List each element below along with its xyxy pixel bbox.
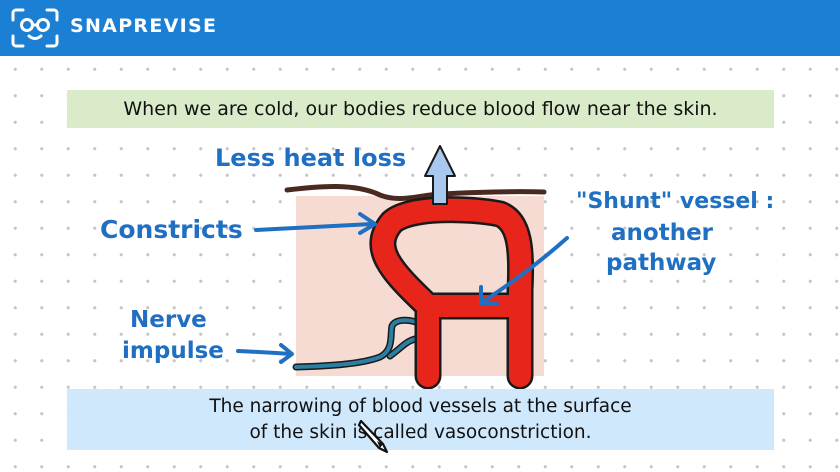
statement-banner: When we are cold, our bodies reduce bloo… (67, 90, 774, 128)
definition-line1: The narrowing of blood vessels at the su… (209, 395, 632, 417)
blood-vessel (369, 196, 535, 390)
shunt-label-line3: pathway (606, 250, 716, 276)
annotation-arrows (236, 212, 569, 364)
definition-line2: of the skin is called vasoconstriction. (249, 421, 592, 443)
nerve-label-line1: Nerve (130, 307, 207, 333)
glasses-face-icon (11, 8, 59, 48)
constricts-label: Constricts (100, 215, 243, 244)
brand-name[interactable]: SNAPREVISE (70, 15, 218, 37)
definition-banner: The narrowing of blood vessels at the su… (67, 389, 774, 450)
heat-arrow (424, 145, 456, 205)
statement-text: When we are cold, our bodies reduce bloo… (123, 98, 718, 120)
heat-loss-label: Less heat loss (215, 144, 406, 172)
shunt-label-line2: another (611, 220, 714, 246)
header-bar: SNAPREVISE (0, 0, 840, 56)
pen-cursor-icon (357, 419, 389, 454)
shunt-label-line1: "Shunt" vessel : (576, 189, 774, 214)
nerve-label-line2: impulse (122, 338, 224, 364)
skin-surface (284, 184, 547, 201)
